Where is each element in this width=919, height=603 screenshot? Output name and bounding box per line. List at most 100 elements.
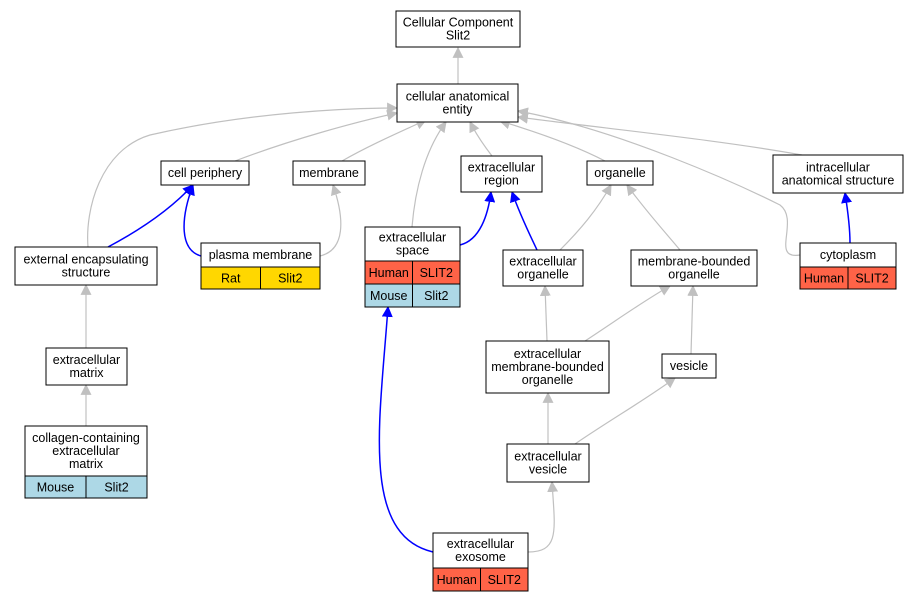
node-box bbox=[396, 83, 519, 123]
node-box bbox=[14, 246, 158, 286]
edge-extracellular-space-to-cae bbox=[411, 121, 447, 228]
node-label-line: membrane-bounded bbox=[491, 360, 604, 374]
edge-cytoplasm-to-intracellular bbox=[841, 191, 852, 244]
edge-membrane-to-cae bbox=[341, 119, 427, 162]
node-label-line: extracellular bbox=[509, 255, 576, 269]
edge-ec-membrane-bounded-to-membrane-bounded bbox=[584, 285, 671, 342]
node-box bbox=[460, 155, 543, 193]
node-label-line: entity bbox=[443, 103, 474, 117]
node-collagen[interactable]: collagen-containingextracellularmatrixMo… bbox=[24, 425, 148, 499]
edges-layer bbox=[80, 46, 852, 553]
node-label-line: vesicle bbox=[670, 359, 708, 373]
edge-organelle-to-cae bbox=[498, 118, 606, 162]
edge-exosome-to-extracellular-vesicle bbox=[527, 480, 559, 553]
node-box bbox=[395, 10, 521, 48]
tag-cell-gene bbox=[480, 567, 529, 592]
node-box bbox=[364, 226, 461, 262]
node-label-line: structure bbox=[62, 266, 111, 280]
edge-vesicle-to-membrane-bounded bbox=[687, 284, 699, 355]
gene-label: SLIT2 bbox=[855, 272, 888, 286]
node-box bbox=[661, 353, 717, 379]
species-label: Human bbox=[437, 573, 477, 587]
edge-extracellular-organelle-to-organelle bbox=[559, 184, 612, 251]
node-label-line: extracellular bbox=[514, 347, 581, 361]
edge-exosome-to-extracellular-space bbox=[378, 305, 434, 553]
node-box bbox=[485, 340, 610, 394]
node-label-line: space bbox=[396, 244, 429, 258]
node-label-line: anatomical structure bbox=[782, 174, 895, 188]
node-box bbox=[586, 160, 654, 186]
edge-cytoplasm-to-cae bbox=[516, 107, 801, 256]
edge-plasma-membrane-to-membrane bbox=[319, 183, 342, 257]
node-box bbox=[432, 532, 529, 569]
node-label-line: intracellular bbox=[806, 161, 870, 175]
tag-cell-gene bbox=[847, 266, 897, 290]
node-label-line: extracellular bbox=[53, 353, 120, 367]
gene-label: Slit2 bbox=[104, 481, 128, 495]
node-label-line: cytoplasm bbox=[820, 248, 876, 262]
node-label-line: membrane bbox=[299, 166, 359, 180]
gene-label: SLIT2 bbox=[420, 266, 453, 280]
tag-cell-gene bbox=[412, 283, 461, 308]
gene-label: SLIT2 bbox=[488, 573, 521, 587]
node-label-line: cellular anatomical bbox=[406, 90, 510, 104]
node-box bbox=[292, 160, 366, 186]
node-label-line: organelle bbox=[517, 268, 568, 282]
tag-cell-gene bbox=[260, 266, 321, 290]
node-membrane[interactable]: membrane bbox=[292, 160, 366, 186]
gene-label: Slit2 bbox=[424, 289, 448, 303]
node-label-line: exosome bbox=[455, 550, 506, 564]
node-label-line: cell periphery bbox=[168, 166, 243, 180]
node-box bbox=[160, 160, 250, 186]
node-organelle[interactable]: organelle bbox=[586, 160, 654, 186]
node-label-line: extracellular bbox=[447, 537, 514, 551]
edge-extracellular-vesicle-to-vesicle bbox=[574, 377, 676, 445]
edge-extracellular-region-to-cae bbox=[469, 121, 493, 157]
gene-label: Slit2 bbox=[278, 272, 302, 286]
node-label-line: membrane-bounded bbox=[638, 255, 751, 269]
node-label-line: extracellular bbox=[52, 444, 119, 458]
node-label-line: extracellular bbox=[379, 231, 446, 245]
species-label: Human bbox=[804, 272, 844, 286]
edge-external-enc-to-cae bbox=[87, 102, 399, 248]
edge-intracellular-to-cae bbox=[516, 112, 803, 156]
species-label: Human bbox=[369, 266, 409, 280]
edge-ec-membrane-bounded-to-extracellular-organelle bbox=[539, 284, 551, 342]
node-vesicle[interactable]: vesicle bbox=[661, 353, 717, 379]
node-label-line: organelle bbox=[522, 373, 573, 387]
node-box bbox=[506, 443, 590, 483]
node-cell-periphery[interactable]: cell periphery bbox=[160, 160, 250, 186]
species-label: Mouse bbox=[370, 289, 408, 303]
node-box bbox=[799, 242, 897, 268]
node-box bbox=[24, 425, 148, 477]
node-label-line: collagen-containing bbox=[32, 431, 140, 445]
edge-membrane-bounded-to-organelle bbox=[626, 184, 681, 251]
edge-plasma-membrane-to-cell-periphery bbox=[183, 183, 202, 257]
node-label-line: matrix bbox=[69, 366, 104, 380]
node-box bbox=[502, 249, 584, 287]
node-box bbox=[630, 249, 758, 287]
edge-extracellular-space-to-extracellular-region bbox=[459, 190, 496, 246]
node-label-line: plasma membrane bbox=[209, 248, 313, 262]
node-label-line: Cellular Component bbox=[403, 16, 514, 30]
node-box bbox=[45, 347, 128, 386]
node-label-line: Slit2 bbox=[446, 29, 470, 43]
node-label-line: vesicle bbox=[529, 463, 567, 477]
node-label-line: extracellular bbox=[468, 161, 535, 175]
